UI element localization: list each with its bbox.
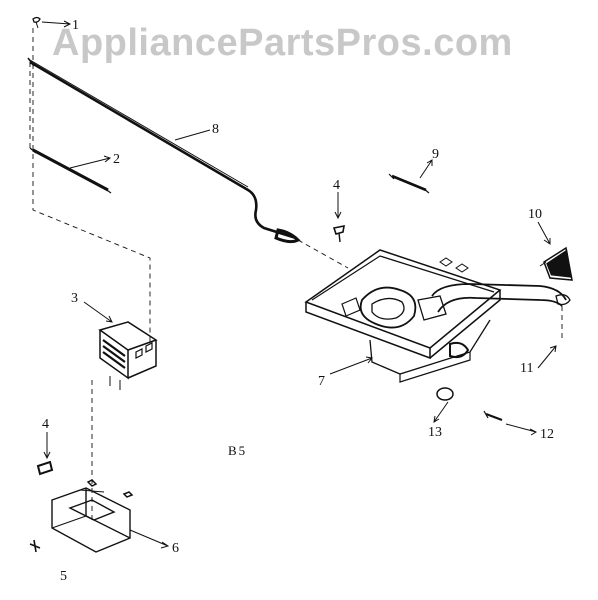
callout-11: 11 bbox=[520, 361, 533, 376]
part-1-clip bbox=[32, 16, 41, 29]
leader-13 bbox=[433, 401, 449, 423]
part-7-base-plate bbox=[304, 249, 571, 383]
leader-7 bbox=[329, 356, 373, 375]
part-13-washer bbox=[436, 387, 454, 401]
leader-1 bbox=[41, 20, 72, 28]
part-9-pin bbox=[388, 173, 430, 194]
watermark-text: AppliancePartsPros.com bbox=[52, 22, 513, 64]
callout-12: 12 bbox=[540, 427, 554, 442]
callout-3: 3 bbox=[71, 291, 78, 306]
callout-13: 13 bbox=[428, 425, 442, 440]
leader-2 bbox=[69, 155, 112, 169]
callout-4-upper: 4 bbox=[333, 178, 340, 193]
part-3-motor bbox=[98, 321, 158, 390]
part-8-rod bbox=[27, 57, 301, 244]
callout-8: 8 bbox=[212, 122, 219, 137]
leader-11 bbox=[537, 345, 557, 369]
leader-3 bbox=[83, 301, 113, 323]
part-5-screw bbox=[29, 539, 41, 553]
callout-7: 7 bbox=[318, 374, 325, 389]
callout-4-lower: 4 bbox=[42, 417, 49, 432]
part-4-screw-upper bbox=[332, 224, 345, 243]
leader-9 bbox=[419, 159, 433, 179]
callout-10: 10 bbox=[528, 207, 542, 222]
leader-4-lower bbox=[43, 432, 51, 460]
leader-4-upper bbox=[334, 192, 342, 220]
callout-2: 2 bbox=[113, 152, 120, 167]
part-2-rod bbox=[29, 147, 112, 194]
leader-8 bbox=[174, 129, 211, 141]
part-12-screw bbox=[483, 410, 503, 422]
callout-1: 1 bbox=[72, 18, 79, 33]
diagram-code-label: B5 bbox=[228, 443, 247, 458]
callout-5: 5 bbox=[60, 569, 67, 584]
leader-6 bbox=[129, 529, 170, 549]
part-6-bracket bbox=[51, 479, 134, 553]
dashed-line-rod-to-plate bbox=[297, 239, 349, 269]
leader-10 bbox=[537, 221, 551, 245]
callout-9: 9 bbox=[432, 147, 439, 162]
leader-12 bbox=[505, 423, 538, 436]
part-10-cap bbox=[539, 246, 573, 281]
part-4-grommet-lower bbox=[36, 460, 54, 476]
dashed-assembly-line-left bbox=[32, 28, 151, 345]
callout-6: 6 bbox=[172, 541, 179, 556]
